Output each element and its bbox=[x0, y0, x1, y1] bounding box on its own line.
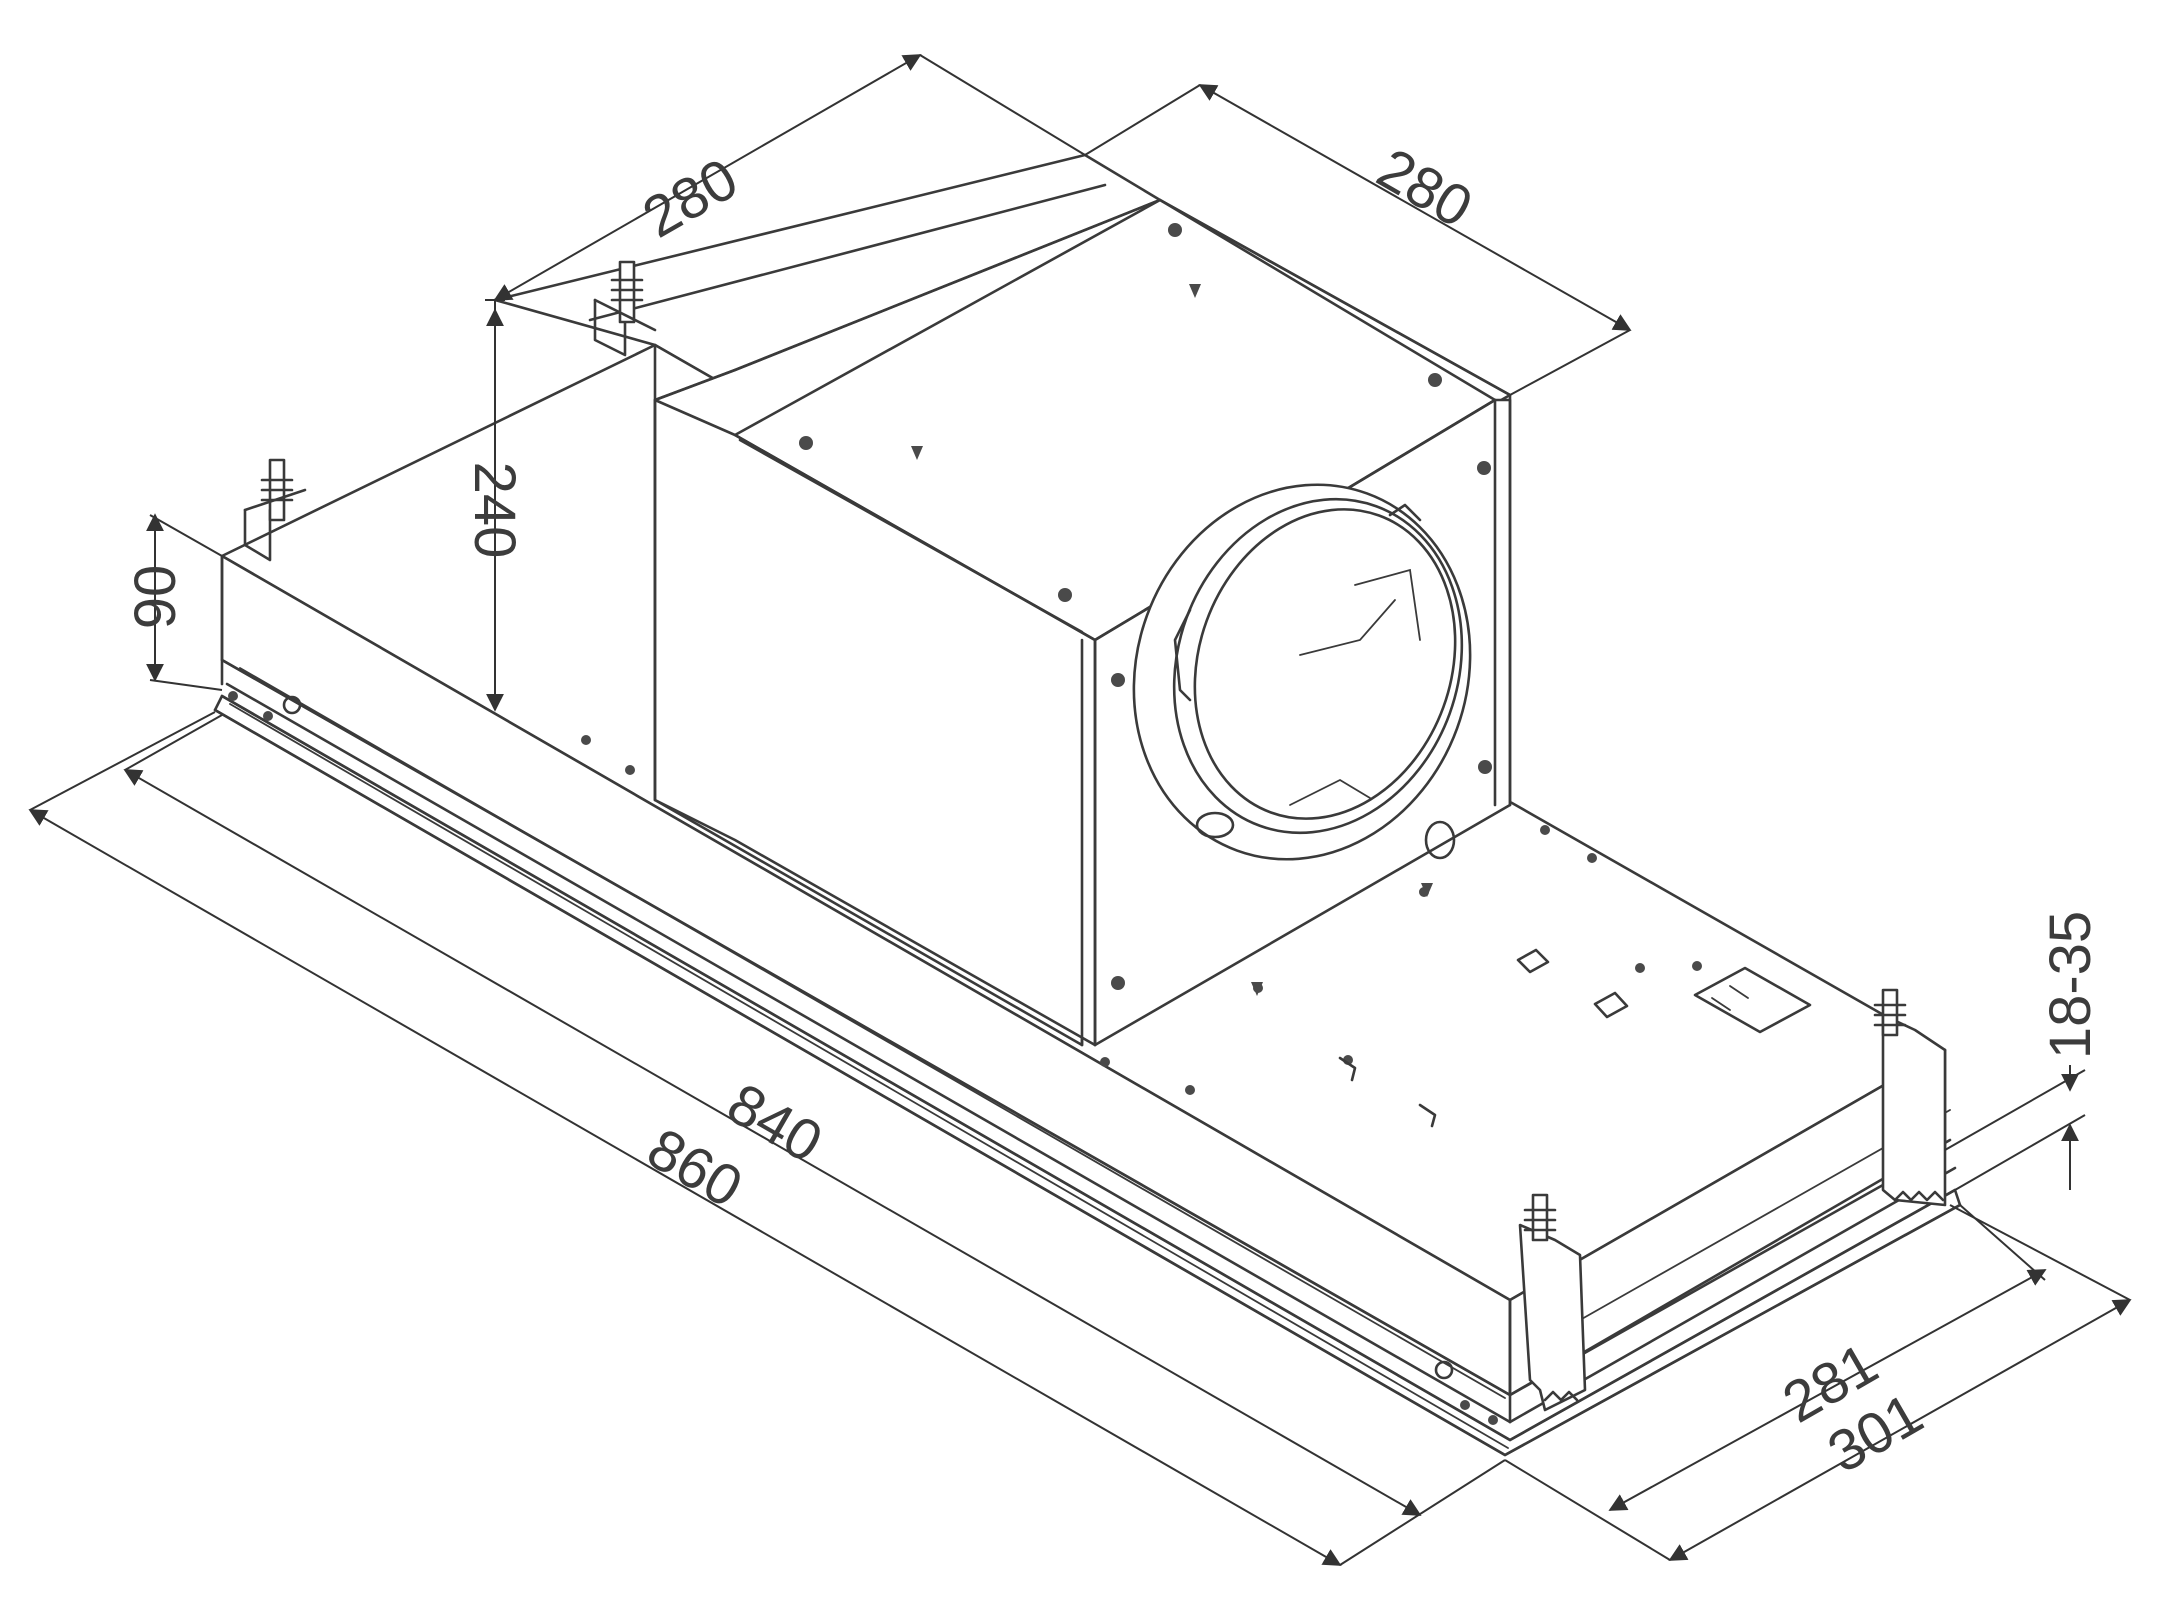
dim-280-left: 280 bbox=[632, 146, 748, 251]
dimension-lines bbox=[28, 54, 2132, 1566]
mounting-brackets bbox=[243, 260, 1947, 1412]
outlet-collar bbox=[1132, 483, 1472, 861]
control-cutouts bbox=[1338, 948, 1812, 1128]
dim-18-35: 18-35 bbox=[2038, 911, 2103, 1059]
dim-240: 240 bbox=[462, 462, 527, 559]
dim-280-right: 280 bbox=[1367, 136, 1483, 241]
dim-90: 90 bbox=[123, 565, 188, 630]
